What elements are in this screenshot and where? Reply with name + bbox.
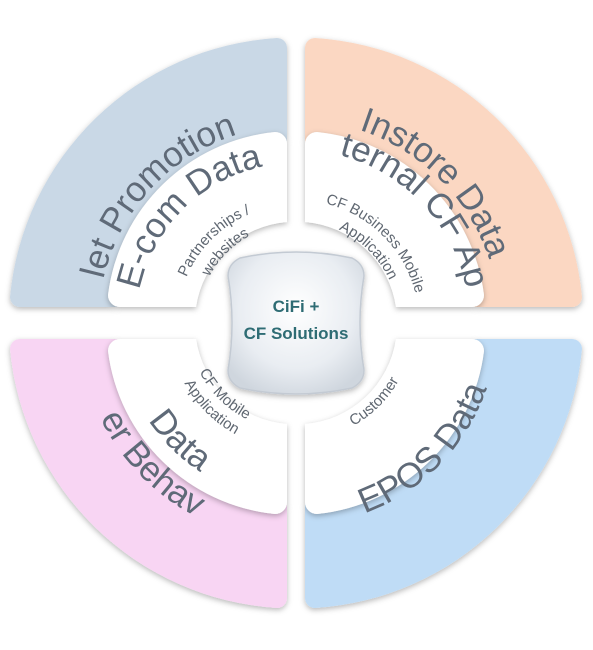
outer-segment-bottom-right <box>305 339 582 608</box>
inner-segment-bottom-right <box>305 339 484 514</box>
outer-segment-top-right <box>305 38 582 307</box>
center-badge <box>227 251 365 395</box>
inner-segment-bottom-left <box>108 339 287 514</box>
center-label-line2: CF Solutions <box>244 324 349 343</box>
outer-segment-bottom-left <box>10 339 287 608</box>
inner-segment-top-left <box>108 132 287 307</box>
outer-segment-top-left <box>10 38 287 307</box>
inner-segment-top-right <box>305 132 484 307</box>
center-label-line1: CiFi + <box>273 297 320 316</box>
